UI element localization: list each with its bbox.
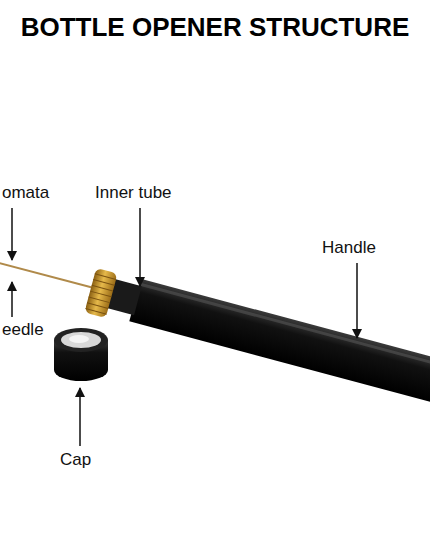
part-label: eedle xyxy=(2,320,44,340)
needle xyxy=(0,262,94,288)
handle xyxy=(129,279,430,409)
leader-arrow xyxy=(139,208,141,286)
part-label: Inner tube xyxy=(95,183,172,203)
title: BOTTLE OPENER STRUCTURE xyxy=(0,12,430,43)
handle-highlight xyxy=(139,283,430,374)
part-label: omata xyxy=(2,183,49,203)
cap xyxy=(54,328,108,381)
part-label: Cap xyxy=(60,450,91,470)
part-label: Handle xyxy=(322,238,376,258)
knurled-nut xyxy=(84,268,117,318)
leader-arrow xyxy=(79,388,81,446)
leader-arrow xyxy=(11,282,13,317)
leader-arrow xyxy=(356,263,358,338)
leader-arrow xyxy=(11,208,13,260)
